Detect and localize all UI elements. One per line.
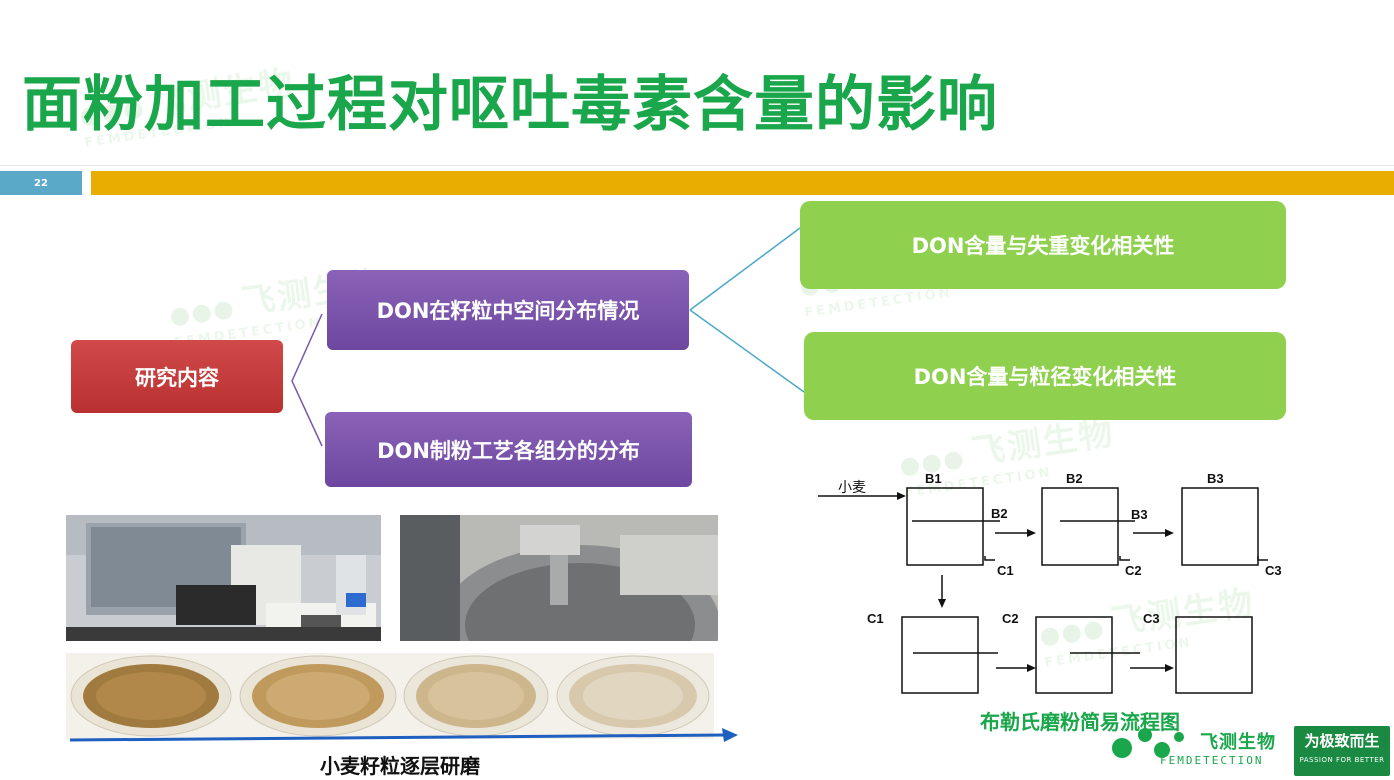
- flowchart-label: B1: [925, 471, 942, 486]
- flowchart-label: B3: [1207, 471, 1224, 486]
- leaf-node-particle-size: DON含量与粒径变化相关性: [804, 332, 1286, 420]
- photo-grinding-disc: [400, 515, 718, 641]
- photo-grain-dish-2: [236, 653, 400, 739]
- photo-grain-dish-1: [66, 653, 236, 739]
- flowchart-label: C1: [997, 563, 1014, 578]
- flowchart-label: C3: [1265, 563, 1282, 578]
- photo-grain-dish-4: [552, 653, 714, 739]
- logo-name: 飞测生物: [1200, 732, 1276, 753]
- logo-slogan-badge: 为极致而生 PASSION FOR BETTER: [1294, 726, 1390, 776]
- root-node: 研究内容: [71, 340, 283, 413]
- leaf-node-weight-loss: DON含量与失重变化相关性: [800, 201, 1286, 289]
- logo-english-name: FEMDETECTION: [1160, 754, 1264, 767]
- brand-logo: 飞测生物 FEMDETECTION 为极致而生 PASSION FOR BETT…: [1110, 724, 1394, 780]
- flowchart-label: C3: [1143, 611, 1160, 626]
- photo-grain-dish-3: [400, 653, 552, 739]
- accent-bar: [91, 171, 1394, 195]
- flowchart-label: B2: [1066, 471, 1083, 486]
- photo-milling-machine: [66, 515, 381, 641]
- photos-caption: 小麦籽粒逐层研磨: [320, 754, 480, 778]
- branch-node-milling: DON制粉工艺各组分的分布: [325, 412, 692, 487]
- flowchart-label: B2: [991, 506, 1008, 521]
- flowchart-label: C2: [1125, 563, 1142, 578]
- flowchart-label: C2: [1002, 611, 1019, 626]
- slide-title: 面粉加工过程对呕吐毒素含量的影响: [22, 70, 998, 140]
- divider: [0, 165, 1394, 166]
- logo-slogan-english: PASSION FOR BETTER: [1299, 756, 1385, 764]
- flowchart-label: C1: [867, 611, 884, 626]
- logo-slogan: 为极致而生: [1304, 732, 1380, 750]
- flowchart-label: B3: [1131, 507, 1148, 522]
- page-number: 22: [0, 171, 82, 195]
- flowchart-input-label: 小麦: [838, 480, 866, 496]
- branch-node-spatial: DON在籽粒中空间分布情况: [327, 270, 689, 350]
